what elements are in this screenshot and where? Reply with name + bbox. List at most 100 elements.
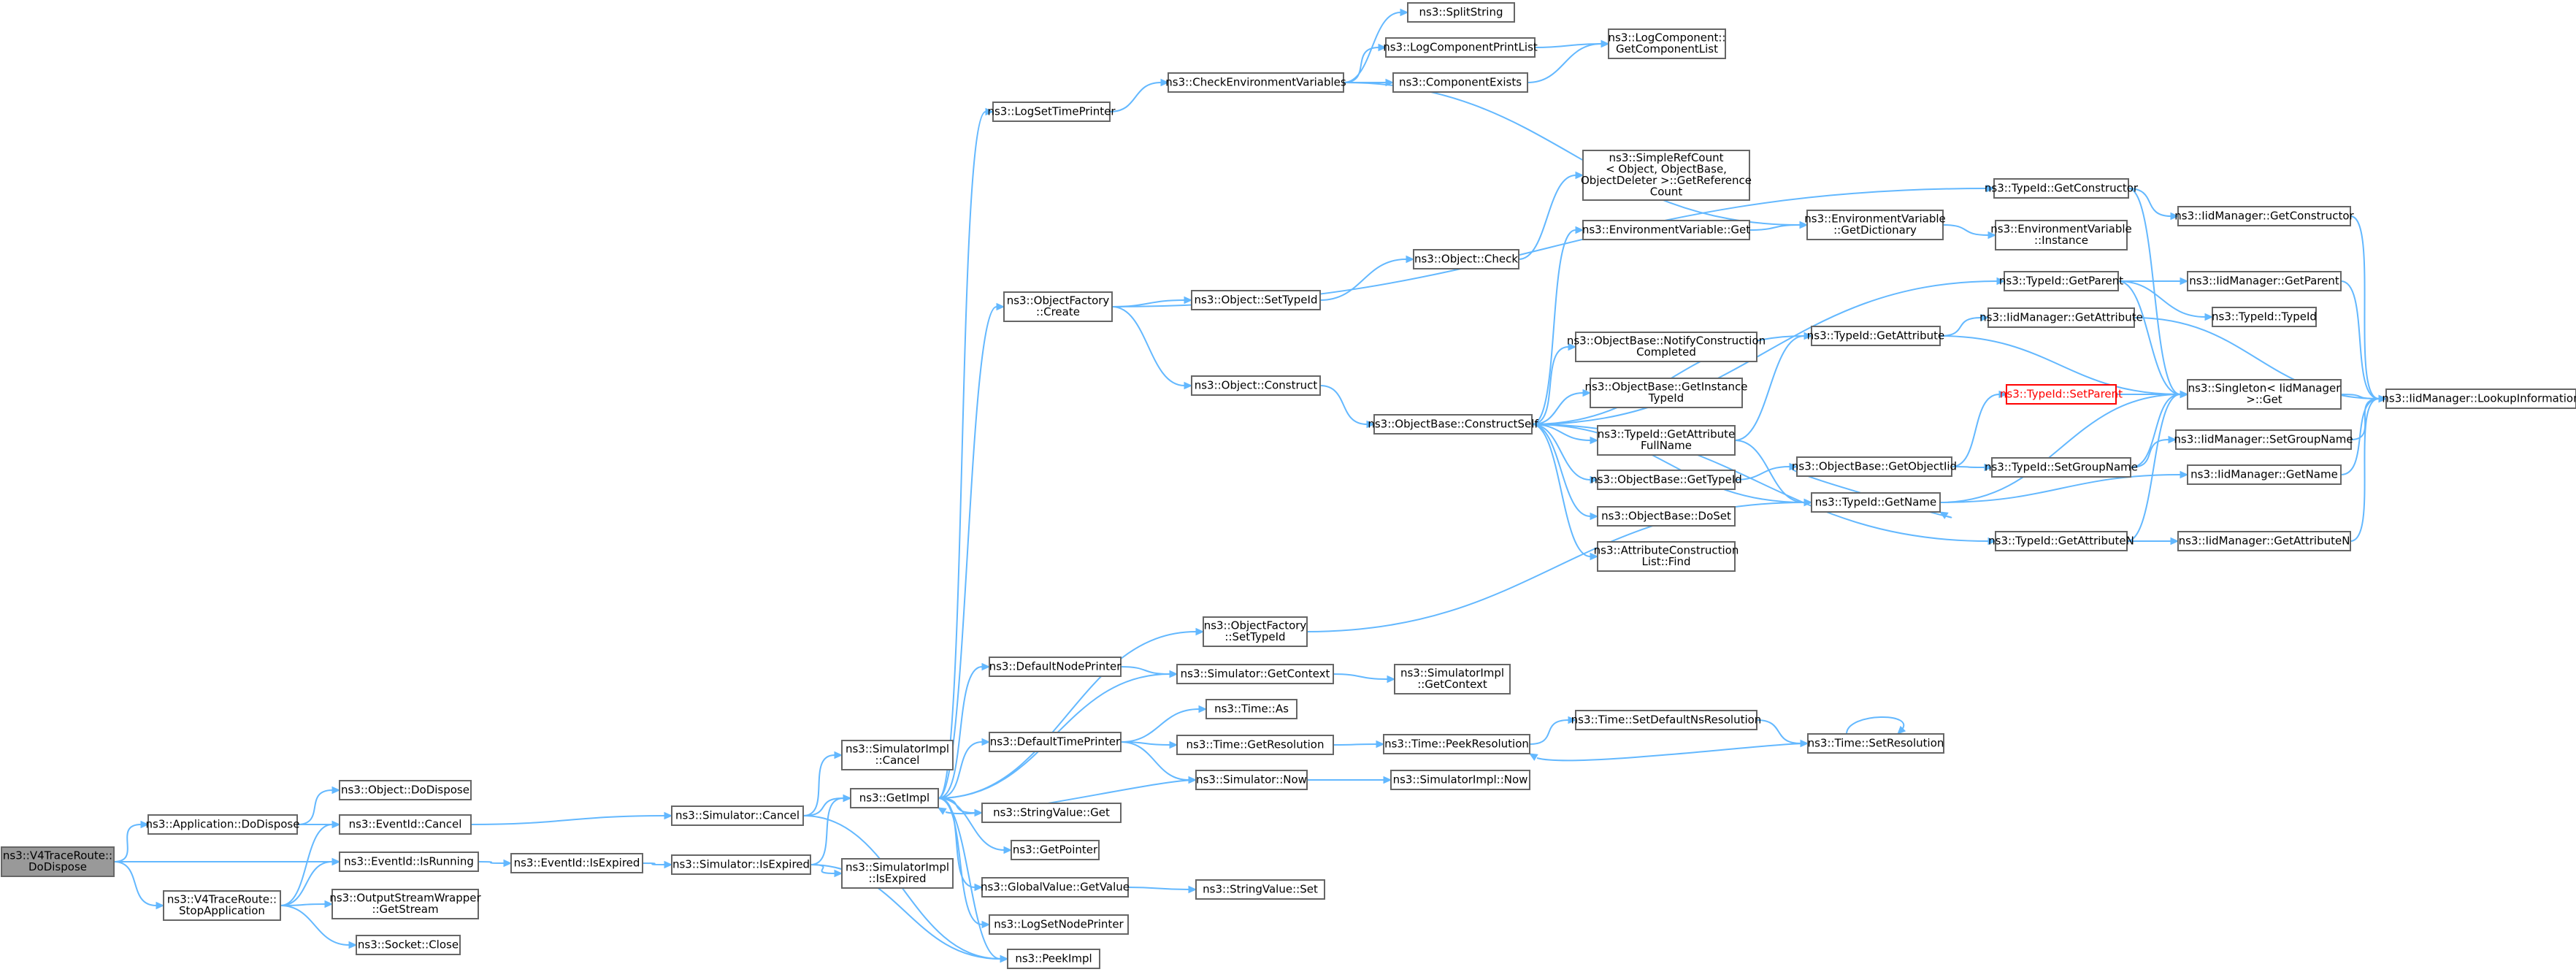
node-box [1003, 291, 1113, 322]
node-logprint[interactable]: ns3::LogComponentPrintList [1383, 37, 1538, 58]
node-iidctor[interactable]: ns3::IidManager::GetConstructor [2174, 206, 2355, 226]
edge-deftime-to-timeas [1120, 705, 1208, 743]
node-tidparent[interactable]: ns3::TypeId::GetParent [1999, 271, 2123, 291]
node-obgetoid[interactable]: ns3::ObjectBase::GetObjectIid [1792, 456, 1957, 477]
node-iidgetattr[interactable]: ns3::IidManager::GetAttribute [1979, 307, 2143, 328]
node-peekimpl[interactable]: ns3::PeekImpl [1007, 949, 1100, 969]
node-gvget[interactable]: ns3::GlobalValue::GetValue [981, 877, 1130, 898]
node-box [1203, 616, 1308, 647]
node-lognode[interactable]: ns3::LogSetNodePrinter [989, 914, 1129, 935]
node-box [1806, 210, 1944, 240]
node-checkenv[interactable]: ns3::CheckEnvironmentVariables [1165, 72, 1346, 93]
node-compexists[interactable]: ns3::ComponentExists [1392, 72, 1528, 93]
node-split[interactable]: ns3::SplitString [1407, 2, 1515, 23]
node-obgettid[interactable]: ns3::ObjectBase::GetTypeId [1590, 470, 1742, 490]
node-objcheck[interactable]: ns3::Object::Check [1413, 249, 1519, 269]
node-stopapp[interactable]: ns3::V4TraceRoute::StopApplication [163, 890, 281, 921]
edge-evcancel-to-simcancel [470, 811, 673, 825]
node-appdd[interactable]: ns3::Application::DoDispose [146, 814, 300, 835]
node-singleton[interactable]: ns3::Singleton< IidManager>::Get [2187, 379, 2342, 410]
node-notify[interactable]: ns3::ObjectBase::NotifyConstructionCompl… [1567, 332, 1766, 362]
edge-line [938, 111, 986, 799]
node-timeres[interactable]: ns3::Time::GetResolution [1176, 735, 1334, 755]
node-tidsetgroup[interactable]: ns3::TypeId::SetGroupName [1985, 457, 2138, 478]
node-lookup[interactable]: ns3::IidManager::LookupInformation [2382, 389, 2576, 409]
node-doset[interactable]: ns3::ObjectBase::DoSet [1597, 506, 1736, 527]
node-label: ns3::Socket::Close [358, 938, 459, 951]
node-simimplctx[interactable]: ns3::SimulatorImpl::GetContext [1394, 664, 1511, 694]
node-label: ns3::ObjectBase::GetObjectIid [1792, 459, 1957, 472]
node-strget[interactable]: ns3::StringValue::Get [981, 803, 1122, 823]
node-setypeid[interactable]: ns3::Object::SetTypeId [1191, 290, 1321, 310]
node-defnode[interactable]: ns3::DefaultNodePrinter [989, 657, 1122, 677]
node-setres[interactable]: ns3::Time::SetResolution [1807, 733, 1944, 754]
node-evrun[interactable]: ns3::EventId::IsRunning [339, 852, 479, 872]
node-ofcreate[interactable]: ns3::ObjectFactory::Create [1003, 291, 1113, 322]
node-tidtid[interactable]: ns3::TypeId::TypeId [2212, 307, 2317, 327]
node-timeas[interactable]: ns3::Time::As [1205, 699, 1297, 719]
node-box [1407, 2, 1515, 23]
node-setdefres[interactable]: ns3::Time::SetDefaultNsResolution [1571, 710, 1762, 730]
node-logtime[interactable]: ns3::LogSetTimePrinter [987, 102, 1116, 122]
node-iidparent[interactable]: ns3::IidManager::GetParent [2187, 271, 2342, 291]
node-tidsetparent[interactable]: ns3::TypeId::SetParent [2000, 384, 2123, 405]
node-simimplcancel[interactable]: ns3::SimulatorImpl::Cancel [841, 740, 954, 770]
edge-arrowhead [1799, 221, 1809, 229]
node-iidsetgroup[interactable]: ns3::IidManager::SetGroupName [2174, 429, 2353, 450]
edge-line [938, 306, 997, 799]
node-osw[interactable]: ns3::OutputStreamWrapper::GetStream [329, 889, 481, 919]
edge-tidsetgroup-to-iidsetgroup [2130, 435, 2177, 468]
edge-arrowhead [843, 794, 852, 803]
node-refcount[interactable]: ns3::SimpleRefCount< Object, ObjectBase,… [1581, 150, 1752, 201]
node-box [339, 814, 472, 835]
node-tidattr[interactable]: ns3::TypeId::GetAttribute [1807, 326, 1944, 346]
node-objconstruct[interactable]: ns3::Object::Construct [1191, 375, 1321, 396]
node-tidattrn[interactable]: ns3::TypeId::GetAttributeN [1988, 531, 2134, 551]
node-box [1811, 326, 1941, 346]
node-label: Completed [1636, 345, 1696, 359]
node-root[interactable]: ns3::V4TraceRoute::DoDispose [1, 846, 115, 877]
node-iidattrn[interactable]: ns3::IidManager::GetAttributeN [2177, 531, 2351, 551]
node-ofsettid[interactable]: ns3::ObjectFactory::SetTypeId [1203, 616, 1308, 647]
node-getimpl[interactable]: ns3::GetImpl [850, 788, 939, 808]
edge-arrowhead [1376, 740, 1385, 749]
node-strset[interactable]: ns3::StringValue::Set [1195, 879, 1325, 900]
node-deftime[interactable]: ns3::DefaultTimePrinter [989, 732, 1122, 752]
node-box [1575, 332, 1757, 362]
node-logcomplist[interactable]: ns3::LogComponent::GetComponentList [1608, 28, 1726, 59]
edge-line [470, 815, 665, 825]
node-simimplexp[interactable]: ns3::SimulatorImpl::IsExpired [841, 858, 954, 889]
node-simcancel[interactable]: ns3::Simulator::Cancel [671, 805, 804, 826]
node-evexp[interactable]: ns3::EventId::IsExpired [510, 853, 643, 873]
node-box [339, 852, 479, 872]
node-construct[interactable]: ns3::ObjectBase::ConstructSelf [1368, 414, 1538, 435]
node-label: List::Find [1641, 555, 1690, 568]
edge-iidattrn-to-lookup [2350, 394, 2388, 542]
node-tidctor[interactable]: ns3::TypeId::GetConstructor [1985, 178, 2139, 199]
node-simnow[interactable]: ns3::Simulator::Now [1195, 770, 1308, 790]
node-envinst[interactable]: ns3::EnvironmentVariable::Instance [1990, 220, 2132, 250]
node-iidname[interactable]: ns3::IidManager::GetName [2187, 464, 2342, 485]
edge-construct-to-envget [1531, 226, 1584, 425]
node-getptr[interactable]: ns3::GetPointer [1011, 840, 1100, 860]
node-objdd[interactable]: ns3::Object::DoDispose [339, 780, 472, 800]
node-envget[interactable]: ns3::EnvironmentVariable::Get [1582, 220, 1750, 240]
node-label: ns3::SimpleRefCount [1609, 151, 1724, 164]
node-tidname[interactable]: ns3::TypeId::GetName [1811, 492, 1941, 513]
node-peekres[interactable]: ns3::Time::PeekResolution [1383, 734, 1530, 754]
edge-arrowhead [1169, 670, 1178, 678]
node-simimplnow[interactable]: ns3::SimulatorImpl::Now [1390, 770, 1530, 790]
edge-line [1939, 317, 1982, 337]
node-evcancel[interactable]: ns3::EventId::Cancel [339, 814, 472, 835]
node-simctx[interactable]: ns3::Simulator::GetContext [1176, 664, 1334, 684]
edge-line [1531, 424, 1591, 517]
edge-tidparent-to-tidtid [2117, 280, 2214, 321]
node-envdict[interactable]: ns3::EnvironmentVariable::GetDictionary [1804, 210, 1946, 240]
edge-arrowhead [985, 107, 994, 116]
node-box [2175, 429, 2352, 450]
node-sockclose[interactable]: ns3::Socket::Close [356, 935, 461, 955]
node-simexp[interactable]: ns3::Simulator::IsExpired [671, 854, 811, 875]
